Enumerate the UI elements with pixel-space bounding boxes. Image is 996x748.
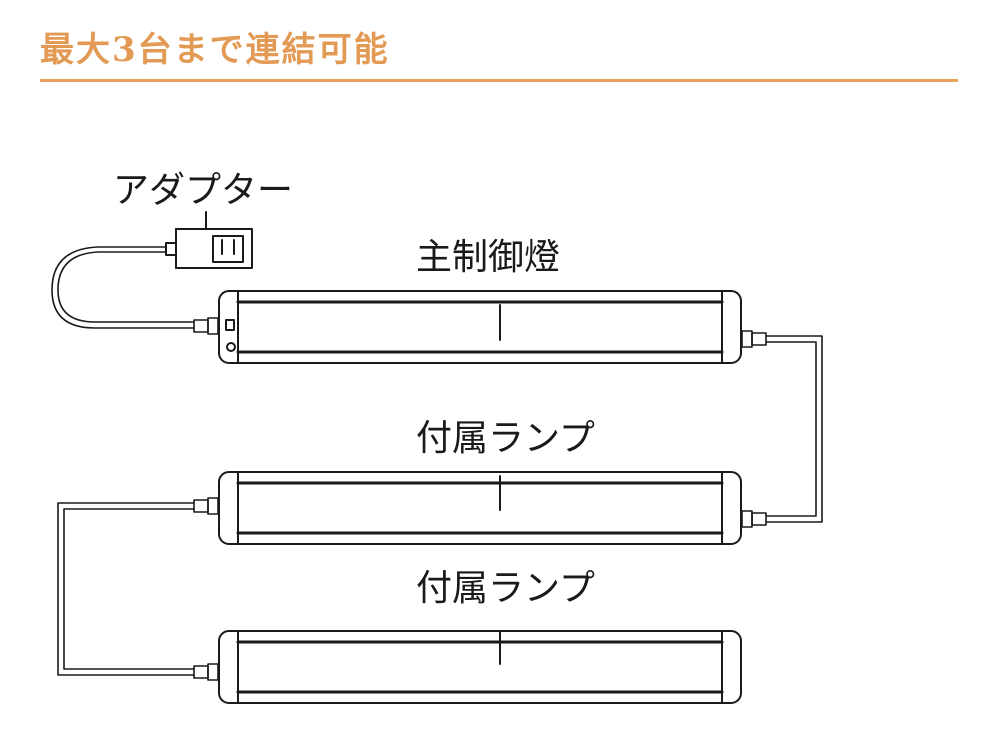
right-connection-cable [741, 330, 823, 528]
adapter-cable [51, 246, 219, 335]
sub-lamp-2-label: 付属ランプ [416, 568, 595, 609]
left-connection-cable [57, 497, 219, 681]
sub-lamp-2 [218, 630, 742, 704]
main-control-lamp [218, 290, 742, 364]
adapter-label: アダプター [113, 170, 293, 211]
page-title: 最大3台まで連結可能 [40, 30, 390, 70]
sub-lamp-1-label: 付属ランプ [416, 418, 595, 459]
sub-lamp-1 [218, 471, 742, 545]
adapter [165, 228, 253, 269]
main-lamp-label: 主制御燈 [416, 237, 560, 278]
title-underline [40, 79, 958, 82]
